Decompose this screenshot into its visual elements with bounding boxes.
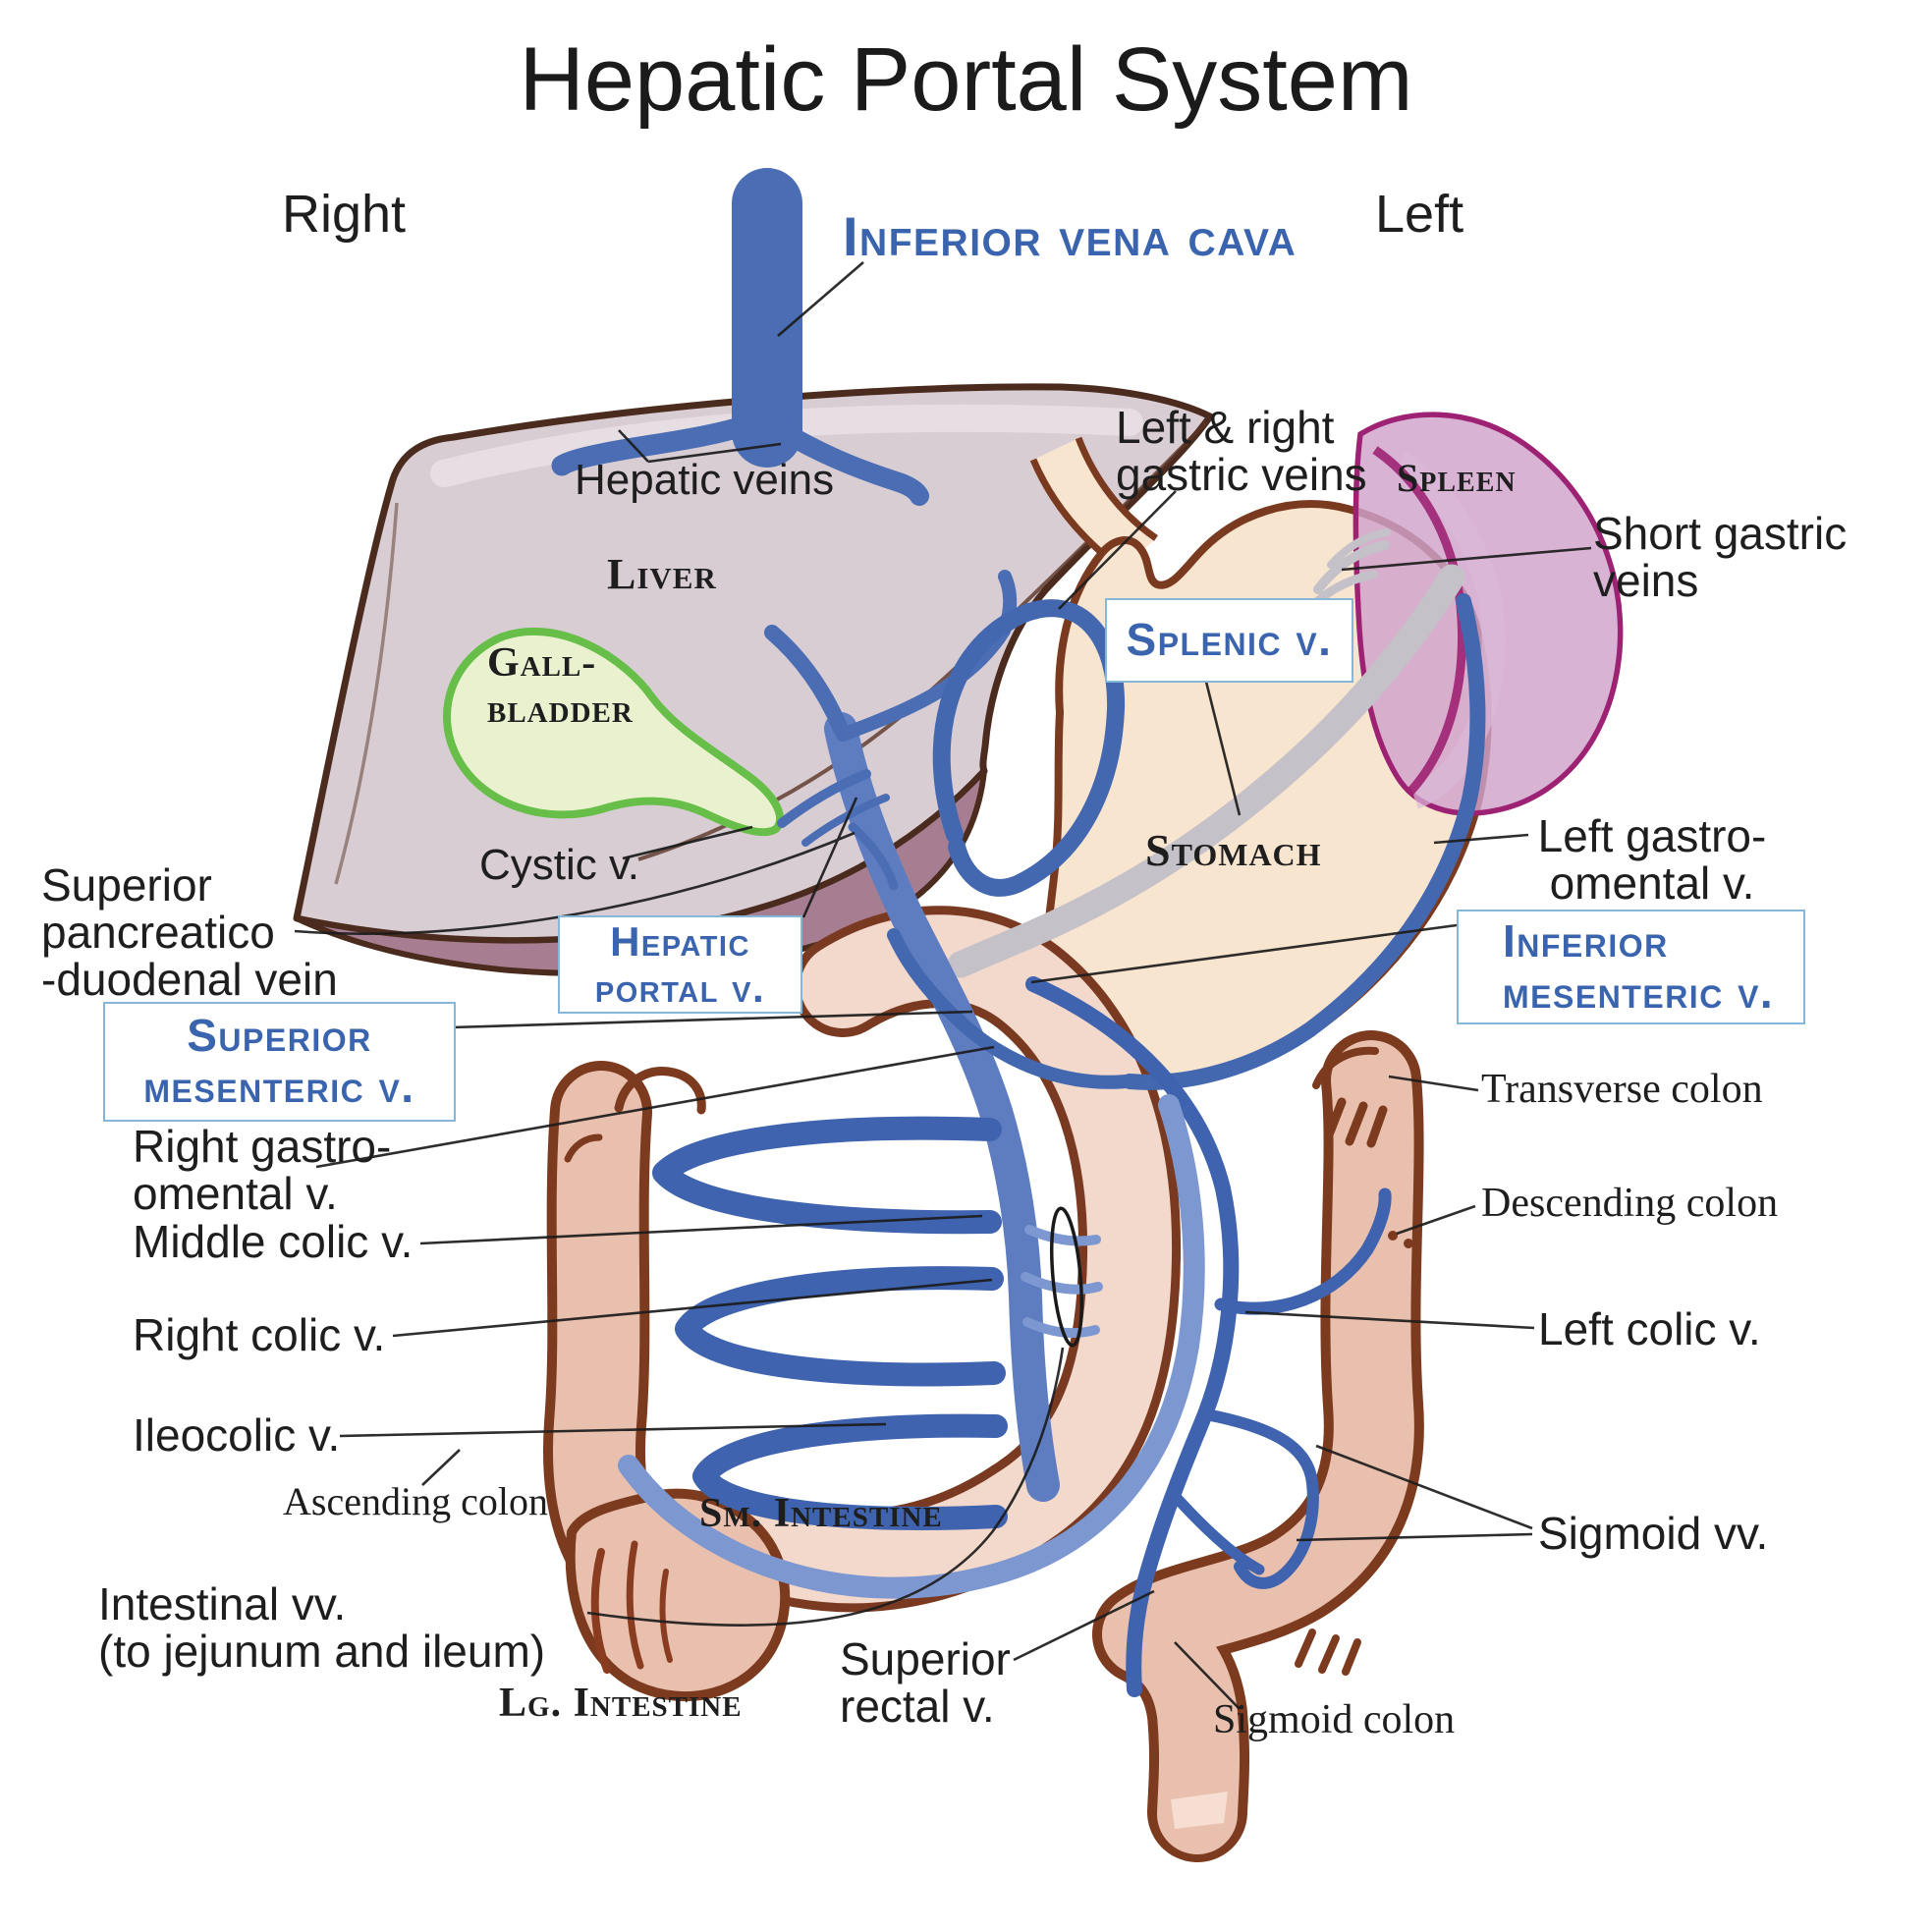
inferior-mesenteric-line2: mesenteric v.: [1503, 966, 1775, 1018]
right-colic-vein-label: Right colic v.: [133, 1309, 386, 1360]
lr-gastric-line2: gastric veins: [1116, 448, 1367, 500]
descending-colon-label: Descending colon: [1481, 1181, 1779, 1226]
ileocolic-vein-label: Ileocolic v.: [133, 1409, 341, 1461]
hepatic-portal-line1: Hepatic: [610, 917, 750, 965]
superior-mesenteric-line2: mesenteric v.: [143, 1061, 415, 1112]
superior-rectal-vein-label: Superior rectal v.: [840, 1633, 1011, 1732]
descending-colon-shape: [1092, 1030, 1424, 1862]
rgo-line2: omental v.: [133, 1167, 338, 1219]
superior-rectal-line1: Superior: [840, 1633, 1011, 1684]
ascending-colon-label: Ascending colon: [283, 1479, 548, 1523]
intestinal-veins-label: Intestinal vv. (to jejunum and ileum): [98, 1578, 546, 1677]
rgo-line1: Right gastro-: [133, 1121, 392, 1172]
left-right-gastric-veins-label: Left & right gastric veins: [1116, 402, 1367, 500]
gallbladder-label-line1: Gall-: [487, 640, 597, 686]
superior-rectal-line2: rectal v.: [840, 1680, 995, 1732]
gallbladder-shape: [443, 628, 784, 837]
superior-pancreaticoduodenal-vein-label: Superior pancreatico -duodenal vein: [41, 859, 338, 1005]
sigmoid-veins-label: Sigmoid vv.: [1538, 1508, 1769, 1559]
pancreatico-line2: pancreatico: [41, 906, 275, 958]
sigmoid-colon-label: Sigmoid colon: [1213, 1697, 1456, 1742]
middle-colic-vein-label: Middle colic v.: [133, 1216, 414, 1267]
inferior-mesenteric-vein-label-box: Inferior mesenteric v.: [1457, 910, 1805, 1024]
hepatic-veins-label: Hepatic veins: [575, 456, 835, 504]
splenic-vein-vessel: [947, 528, 1465, 978]
superior-mesenteric-vein-label-box: Superior mesenteric v.: [103, 1002, 456, 1122]
intestinal-line2: (to jejunum and ileum): [98, 1625, 546, 1677]
leader-lines: [294, 261, 1592, 1710]
gallbladder-label: Gall- bladder: [487, 640, 634, 733]
pancreatico-line1: Superior: [41, 859, 212, 911]
spleen-label: Spleen: [1397, 456, 1517, 500]
liver-label: Liver: [607, 550, 717, 598]
inferior-vena-cava-vessel: [551, 168, 929, 506]
intestinal-veins-ellipse-marker: [1050, 1206, 1083, 1348]
orientation-left-label: Left: [1375, 185, 1464, 244]
orientation-right-label: Right: [282, 185, 407, 244]
diagram-title: Hepatic Portal System: [519, 29, 1413, 130]
cystic-vein-label: Cystic v.: [479, 841, 639, 889]
short-gastric-veins-label: Short gastric veins: [1593, 508, 1848, 606]
left-colic-vein-label: Left colic v.: [1538, 1303, 1761, 1354]
left-gastro-omental-vein-label: Left gastro- omental v.: [1524, 810, 1780, 909]
lgo-line2: omental v.: [1549, 856, 1755, 909]
inferior-mesenteric-line1: Inferior: [1503, 914, 1669, 966]
short-gastric-line1: Short gastric: [1593, 508, 1848, 559]
stomach-label: Stomach: [1145, 825, 1322, 875]
hepatic-portal-vein-label-box: Hepatic portal v.: [558, 915, 802, 1014]
inferior-vena-cava-label: Inferior vena cava: [843, 205, 1297, 267]
ascending-colon-shape: [542, 1061, 791, 1702]
small-intestine-label: Sm. Intestine: [699, 1491, 943, 1536]
short-gastric-line2: veins: [1593, 554, 1699, 606]
splenic-vein-label-box: Splenic v.: [1105, 598, 1353, 683]
transverse-colon-label: Transverse colon: [1481, 1067, 1763, 1112]
small-intestine-shape: [715, 906, 1182, 1613]
lgo-line1: Left gastro-: [1537, 810, 1767, 861]
superior-mesenteric-line1: Superior: [187, 1010, 372, 1062]
large-intestine-label: Lg. Intestine: [499, 1681, 743, 1726]
lr-gastric-line1: Left & right: [1116, 402, 1335, 453]
gallbladder-label-line2: bladder: [487, 687, 634, 733]
pancreatico-line3: -duodenal vein: [41, 953, 338, 1005]
right-gastro-omental-vein-label: Right gastro- omental v.: [133, 1121, 392, 1219]
splenic-vein-label: Splenic v.: [1126, 614, 1333, 666]
hepatic-portal-line2: portal v.: [594, 965, 766, 1011]
intestinal-line1: Intestinal vv.: [98, 1578, 347, 1629]
